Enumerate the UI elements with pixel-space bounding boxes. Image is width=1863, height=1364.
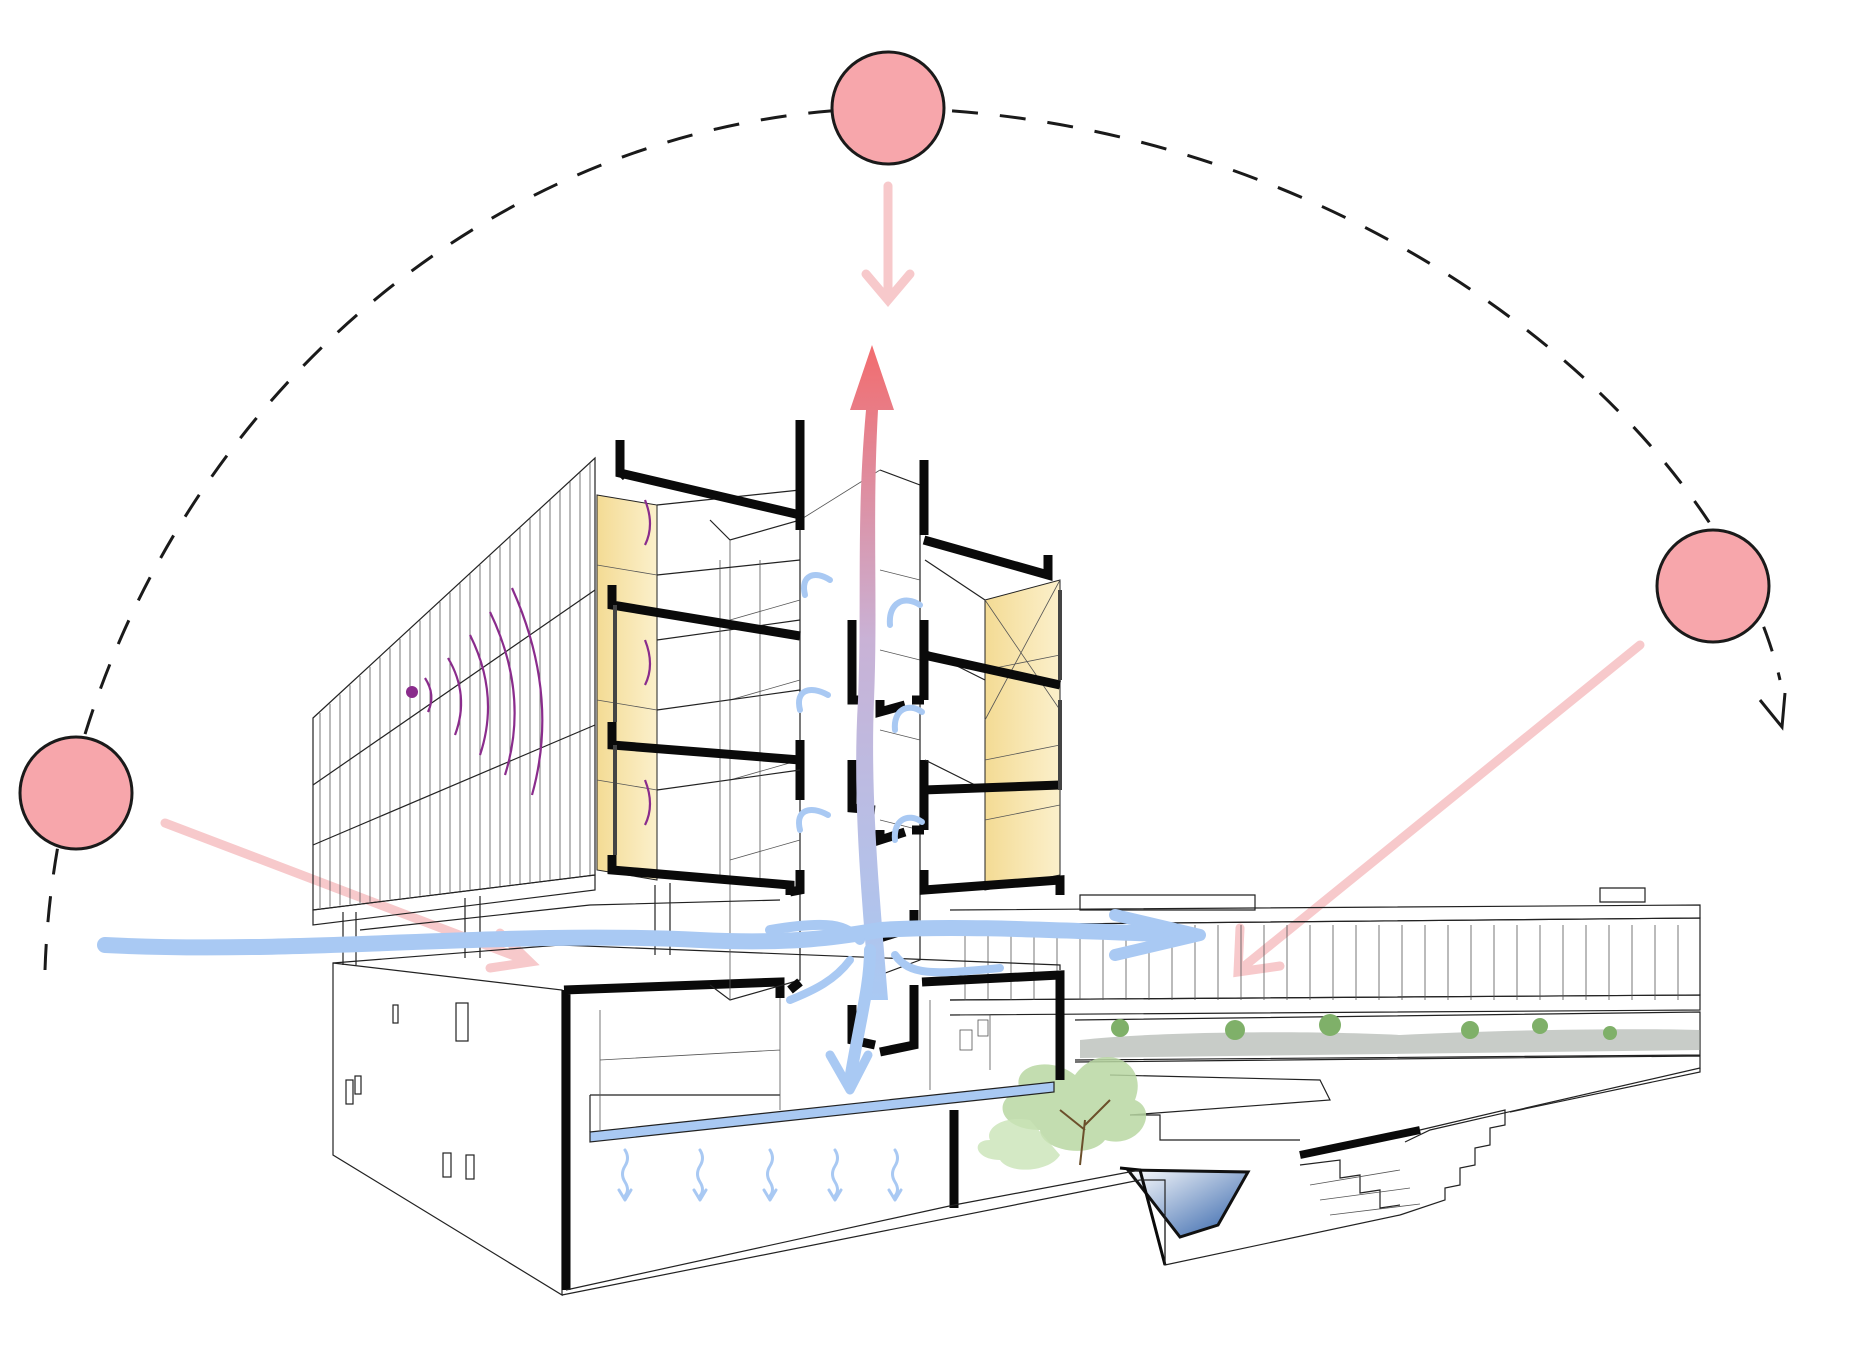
suns: [18, 50, 1771, 851]
right-wing-section: [919, 535, 1065, 895]
cool-air-drops: [617, 1148, 903, 1202]
plinth: [332, 944, 1166, 1297]
cool-air-drop-head: [617, 1188, 633, 1202]
cool-air-drop-head: [692, 1188, 708, 1202]
stack-effect: [850, 345, 894, 1000]
evening-ray: [1237, 640, 1645, 973]
terraced-steps: [1299, 1109, 1506, 1216]
cool-air-drop-head: [887, 1188, 903, 1202]
landscape: [977, 1055, 1701, 1266]
left-floor-slabs: [607, 420, 805, 895]
evening-sun: [1655, 528, 1771, 644]
neighbour-hedge: [1080, 1014, 1700, 1058]
cooling-slab: [589, 1081, 1055, 1143]
evening-ray-head: [1233, 923, 1285, 978]
cool-air-drop: [696, 1148, 704, 1198]
acoustic-waves: [406, 499, 652, 826]
right-floor-slabs: [919, 535, 1065, 895]
cool-air-drop: [891, 1148, 899, 1198]
cool-air-drop-head: [827, 1188, 843, 1202]
sound-source: [406, 686, 418, 698]
hot-air-plume: [850, 345, 894, 1000]
sun-path: [43, 106, 1787, 971]
right-shading-panel: [984, 579, 1061, 891]
cool-air-drop: [766, 1148, 774, 1198]
cool-air-drop: [831, 1148, 839, 1198]
left-wing-section: [596, 420, 805, 895]
cool-air-drop: [621, 1148, 629, 1198]
shaft-cut-right: [879, 460, 929, 1057]
courtyard-tree: [977, 1056, 1147, 1170]
sun-path-arc: [43, 106, 1782, 971]
plinth-openings: [345, 1002, 475, 1180]
main-breeze-head: [1109, 909, 1206, 961]
left-wing: [312, 456, 781, 965]
noon-sun: [830, 50, 946, 166]
noon-ray-head: [861, 269, 915, 307]
solar-rays: [160, 181, 1645, 978]
sun-path-arrowhead: [1758, 692, 1787, 731]
neighbouring-building: [949, 887, 1701, 1061]
basement-cut: [561, 970, 1065, 1290]
main-breeze: [97, 919, 1198, 956]
reflecting-pool: [1124, 1168, 1251, 1239]
cross-ventilation: [97, 572, 1206, 1095]
cool-air-drop-head: [762, 1188, 778, 1202]
morning-sun: [18, 735, 134, 851]
left-shading-panel: [596, 494, 658, 881]
